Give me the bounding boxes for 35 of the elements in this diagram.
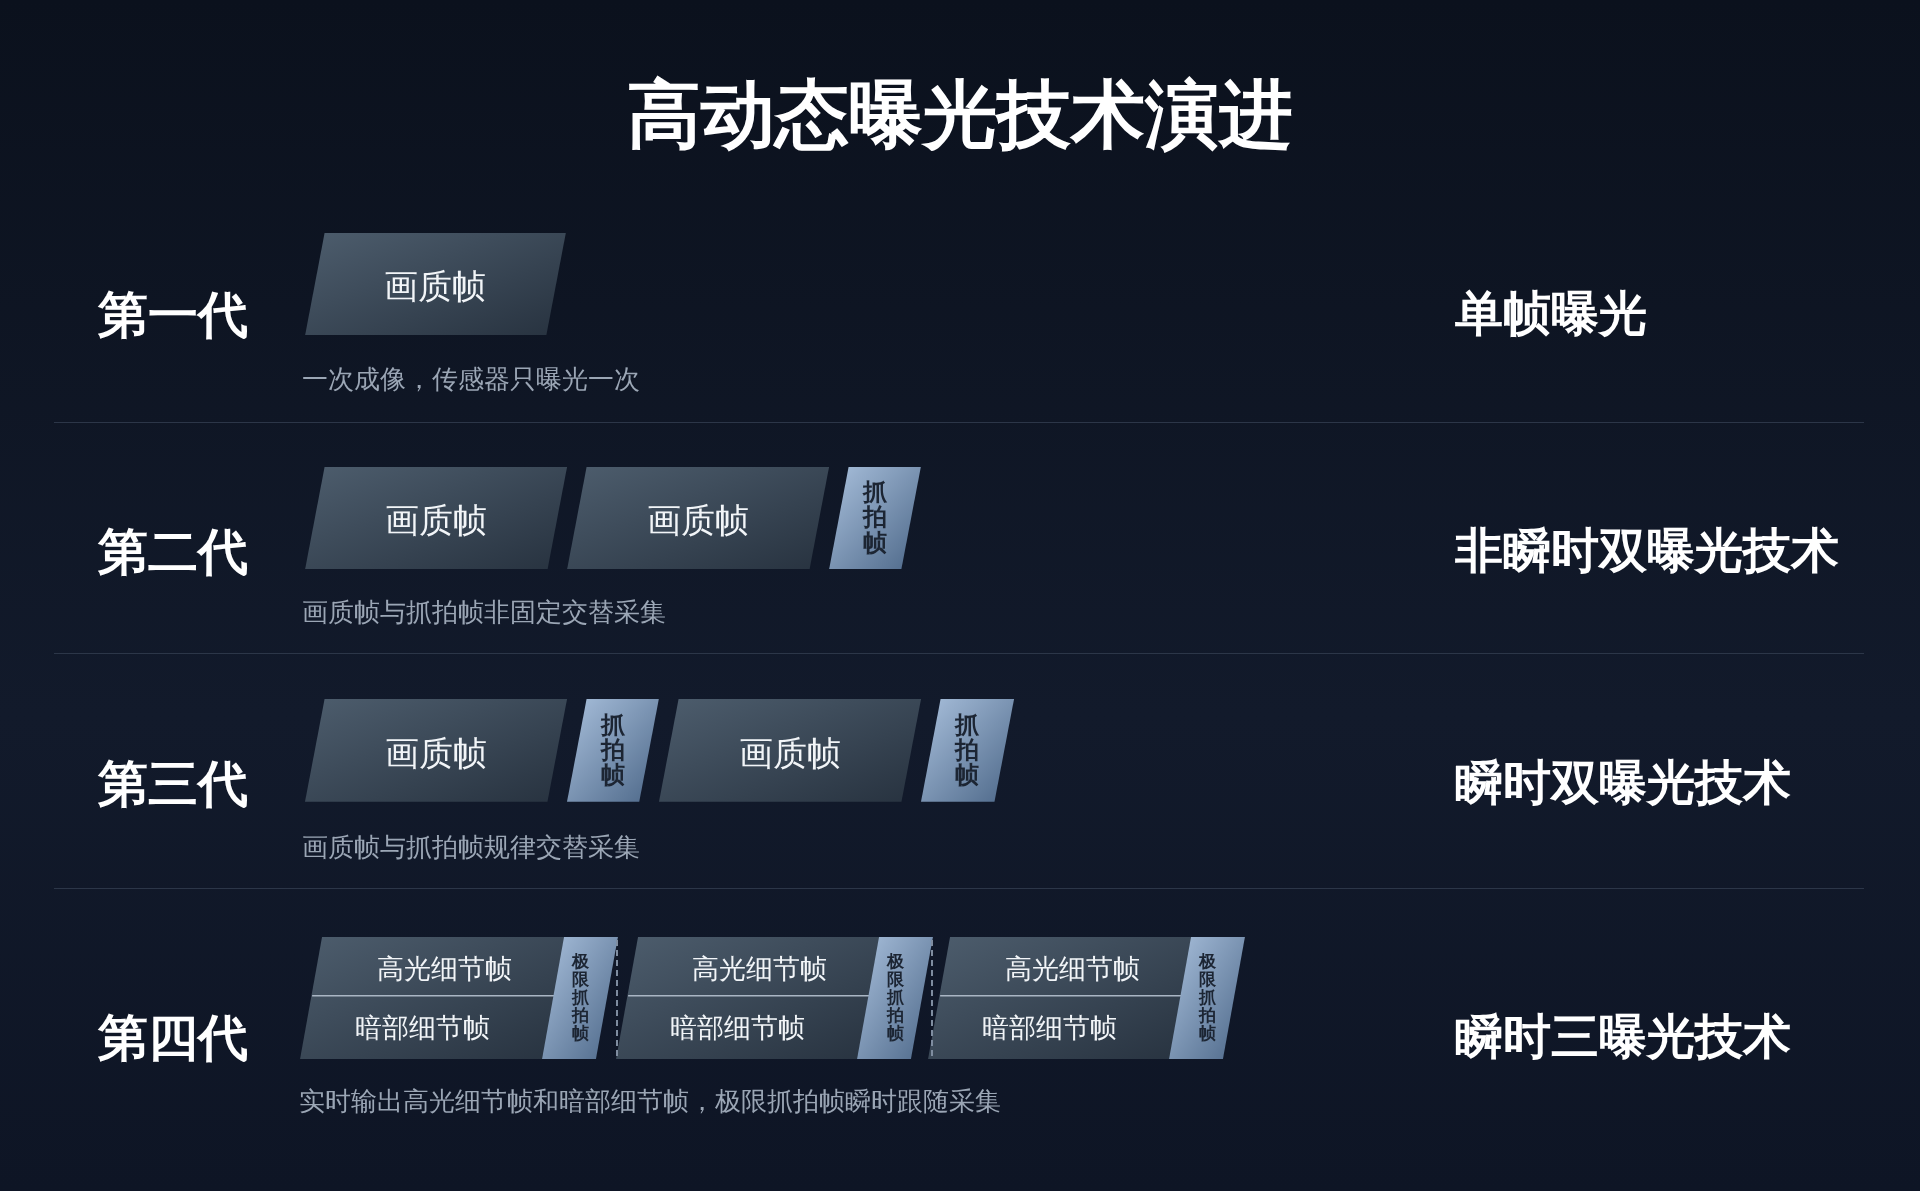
frame-label: 画质帧 <box>645 498 750 542</box>
frame-label: 暗部细节帧 <box>669 1011 807 1046</box>
frame-label: 极限抓拍帧 <box>886 953 904 1043</box>
description-text: 画质帧与抓拍帧规律交替采集 <box>302 831 641 865</box>
frame-label: 极限抓拍帧 <box>1198 953 1216 1043</box>
frame-label: 高光细节帧 <box>1003 952 1141 987</box>
snapshot-frame-block <box>857 936 934 1060</box>
description-text: 实时输出高光细节帧和暗部细节帧，极限抓拍帧瞬时跟随采集 <box>298 1084 1001 1118</box>
generation-label: 第三代 <box>97 754 248 816</box>
description-text: 画质帧与抓拍帧非固定交替采集 <box>302 596 667 630</box>
snapshot-frame-block <box>1169 936 1246 1060</box>
frame-label: 抓拍帧 <box>955 712 980 789</box>
frame-label: 高光细节帧 <box>691 952 829 987</box>
generation-label: 第二代 <box>97 521 248 583</box>
frame-label: 高光细节帧 <box>376 952 513 987</box>
frame-label: 暗部细节帧 <box>981 1011 1119 1046</box>
frame-label: 画质帧 <box>383 731 488 775</box>
frame-label: 极限抓拍帧 <box>571 953 589 1043</box>
frame-block <box>304 466 567 570</box>
frame-label: 画质帧 <box>383 265 488 309</box>
generation-label: 第一代 <box>97 285 248 347</box>
frame-label: 抓拍帧 <box>862 480 887 556</box>
frame-block <box>304 232 566 336</box>
title: 高动态曝光技术演进 <box>626 70 1294 159</box>
frame-label: 画质帧 <box>737 731 842 775</box>
technology-label: 非瞬时双曝光技术 <box>1454 520 1839 580</box>
frame-label: 抓拍帧 <box>600 712 625 789</box>
technology-label: 单帧曝光 <box>1454 284 1647 344</box>
snapshot-frame-block <box>542 936 619 1060</box>
technology-label: 瞬时双曝光技术 <box>1454 753 1791 813</box>
frame-label: 画质帧 <box>383 498 488 542</box>
technology-label: 瞬时三曝光技术 <box>1454 1006 1791 1066</box>
generation-label: 第四代 <box>97 1007 248 1069</box>
description-text: 一次成像，传感器只曝光一次 <box>302 363 641 397</box>
frame-label: 暗部细节帧 <box>353 1011 491 1046</box>
